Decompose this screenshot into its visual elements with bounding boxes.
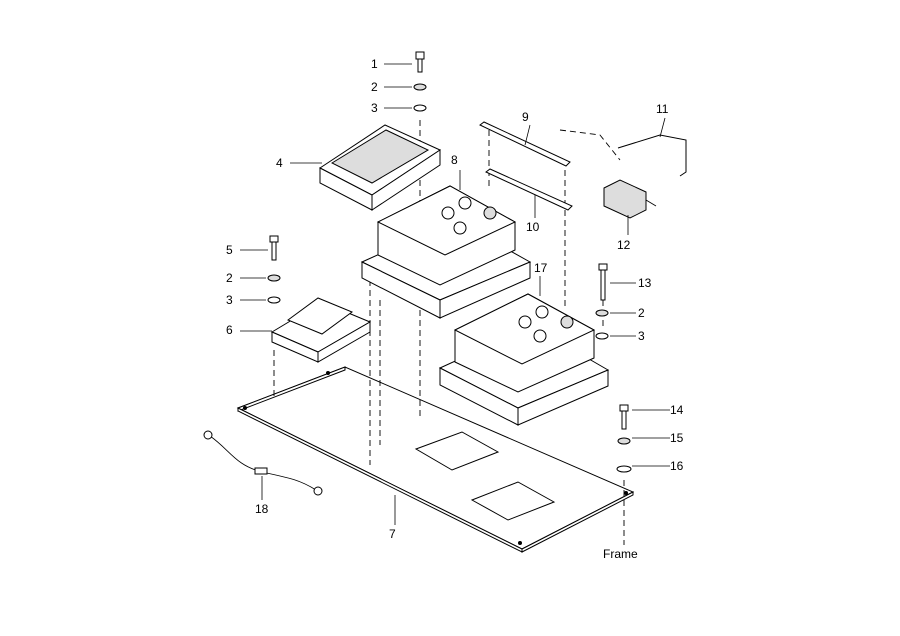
callout-11: 11 bbox=[656, 102, 669, 116]
dashed-guides bbox=[273, 120, 625, 545]
mounting-plate bbox=[236, 366, 635, 553]
callout-3: 3 bbox=[371, 101, 378, 115]
module-6 bbox=[270, 297, 372, 363]
module-4 bbox=[319, 124, 442, 211]
callout-9: 9 bbox=[522, 110, 529, 124]
callout-17: 17 bbox=[534, 261, 548, 275]
controller-8 bbox=[360, 185, 532, 319]
callout-15: 15 bbox=[670, 431, 684, 445]
bolt-1 bbox=[413, 51, 427, 112]
callout-2: 2 bbox=[638, 306, 645, 320]
controller-17 bbox=[438, 293, 610, 426]
leader-lines bbox=[240, 63, 670, 525]
callout-13: 13 bbox=[638, 276, 652, 290]
callout-12: 12 bbox=[617, 238, 631, 252]
bolt-13 bbox=[595, 263, 609, 340]
frame-label: Frame bbox=[603, 547, 638, 561]
callout-6: 6 bbox=[226, 323, 233, 337]
callout-16: 16 bbox=[670, 459, 684, 473]
callout-2: 2 bbox=[371, 80, 378, 94]
callout-8: 8 bbox=[451, 153, 458, 167]
callout-3: 3 bbox=[226, 293, 233, 307]
callout-4: 4 bbox=[276, 156, 283, 170]
callout-2: 2 bbox=[226, 271, 233, 285]
bolt-14 bbox=[616, 404, 632, 473]
callout-18: 18 bbox=[255, 502, 269, 516]
callout-7: 7 bbox=[389, 527, 396, 541]
cable-18 bbox=[203, 430, 323, 496]
callout-5: 5 bbox=[226, 243, 233, 257]
callout-10: 10 bbox=[526, 220, 540, 234]
switch-12 bbox=[603, 179, 657, 219]
bolt-5 bbox=[267, 235, 281, 304]
callout-14: 14 bbox=[670, 403, 684, 417]
callout-3: 3 bbox=[638, 329, 645, 343]
callout-1: 1 bbox=[371, 57, 378, 71]
brackets bbox=[479, 121, 687, 211]
